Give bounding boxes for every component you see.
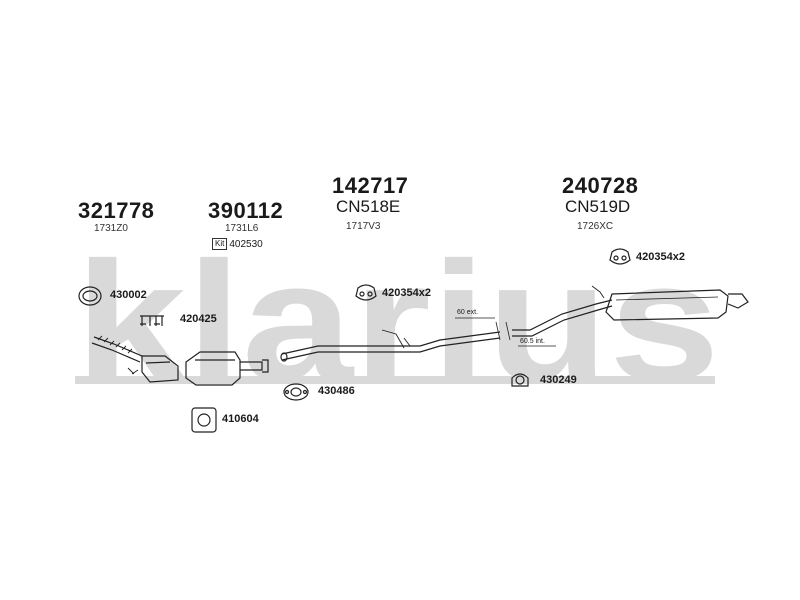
kit-badge: Kit bbox=[212, 238, 228, 250]
kit-number: 402530 bbox=[229, 238, 263, 250]
dimension-markers bbox=[455, 317, 556, 347]
catalyst-390112 bbox=[185, 351, 269, 386]
oem-code-1717V3: 1717V3 bbox=[346, 221, 381, 232]
watermark-logo: klarius bbox=[75, 227, 720, 417]
gasket-410604-icon bbox=[191, 407, 217, 433]
accessory-label-420354-mid: 420354x2 bbox=[382, 287, 431, 299]
svg-text:klarius: klarius bbox=[75, 227, 720, 417]
part-code-CN519D: CN519D bbox=[565, 197, 631, 216]
gasket-430486-icon bbox=[283, 383, 309, 401]
front-pipe-321778 bbox=[91, 335, 179, 383]
rubber-mount-420354-rear-icon bbox=[609, 248, 631, 265]
accessory-label-410604: 410604 bbox=[222, 413, 259, 425]
part-number-240728: 240728 bbox=[562, 173, 639, 198]
bracket-420425-icon bbox=[140, 315, 164, 326]
dimension-int: 60.5 int. bbox=[520, 338, 545, 345]
part-number-321778: 321778 bbox=[78, 198, 155, 223]
oem-code-1726XC: 1726XC bbox=[577, 221, 614, 232]
accessory-label-430249: 430249 bbox=[540, 374, 577, 386]
part-code-CN518E: CN518E bbox=[336, 197, 401, 216]
accessory-label-420425: 420425 bbox=[180, 313, 217, 325]
part-number-390112: 390112 bbox=[208, 198, 284, 223]
rubber-mount-420354-icon bbox=[355, 284, 377, 301]
kit-label: Kit 402530 bbox=[212, 238, 263, 250]
accessory-label-430002: 430002 bbox=[110, 289, 147, 301]
rear-silencer-240728 bbox=[512, 285, 749, 337]
middle-pipe-142717 bbox=[280, 329, 501, 362]
oem-code-1731L6: 1731L6 bbox=[225, 223, 259, 234]
dimension-ext: 60 ext. bbox=[457, 309, 479, 316]
clamp-430249-icon bbox=[511, 373, 529, 387]
accessory-label-430486: 430486 bbox=[318, 385, 355, 397]
accessory-label-420354-rear: 420354x2 bbox=[636, 251, 685, 263]
part-number-142717: 142717 bbox=[332, 173, 409, 198]
clamp-430002-icon bbox=[78, 286, 102, 306]
oem-code-1731Z0: 1731Z0 bbox=[94, 223, 128, 234]
